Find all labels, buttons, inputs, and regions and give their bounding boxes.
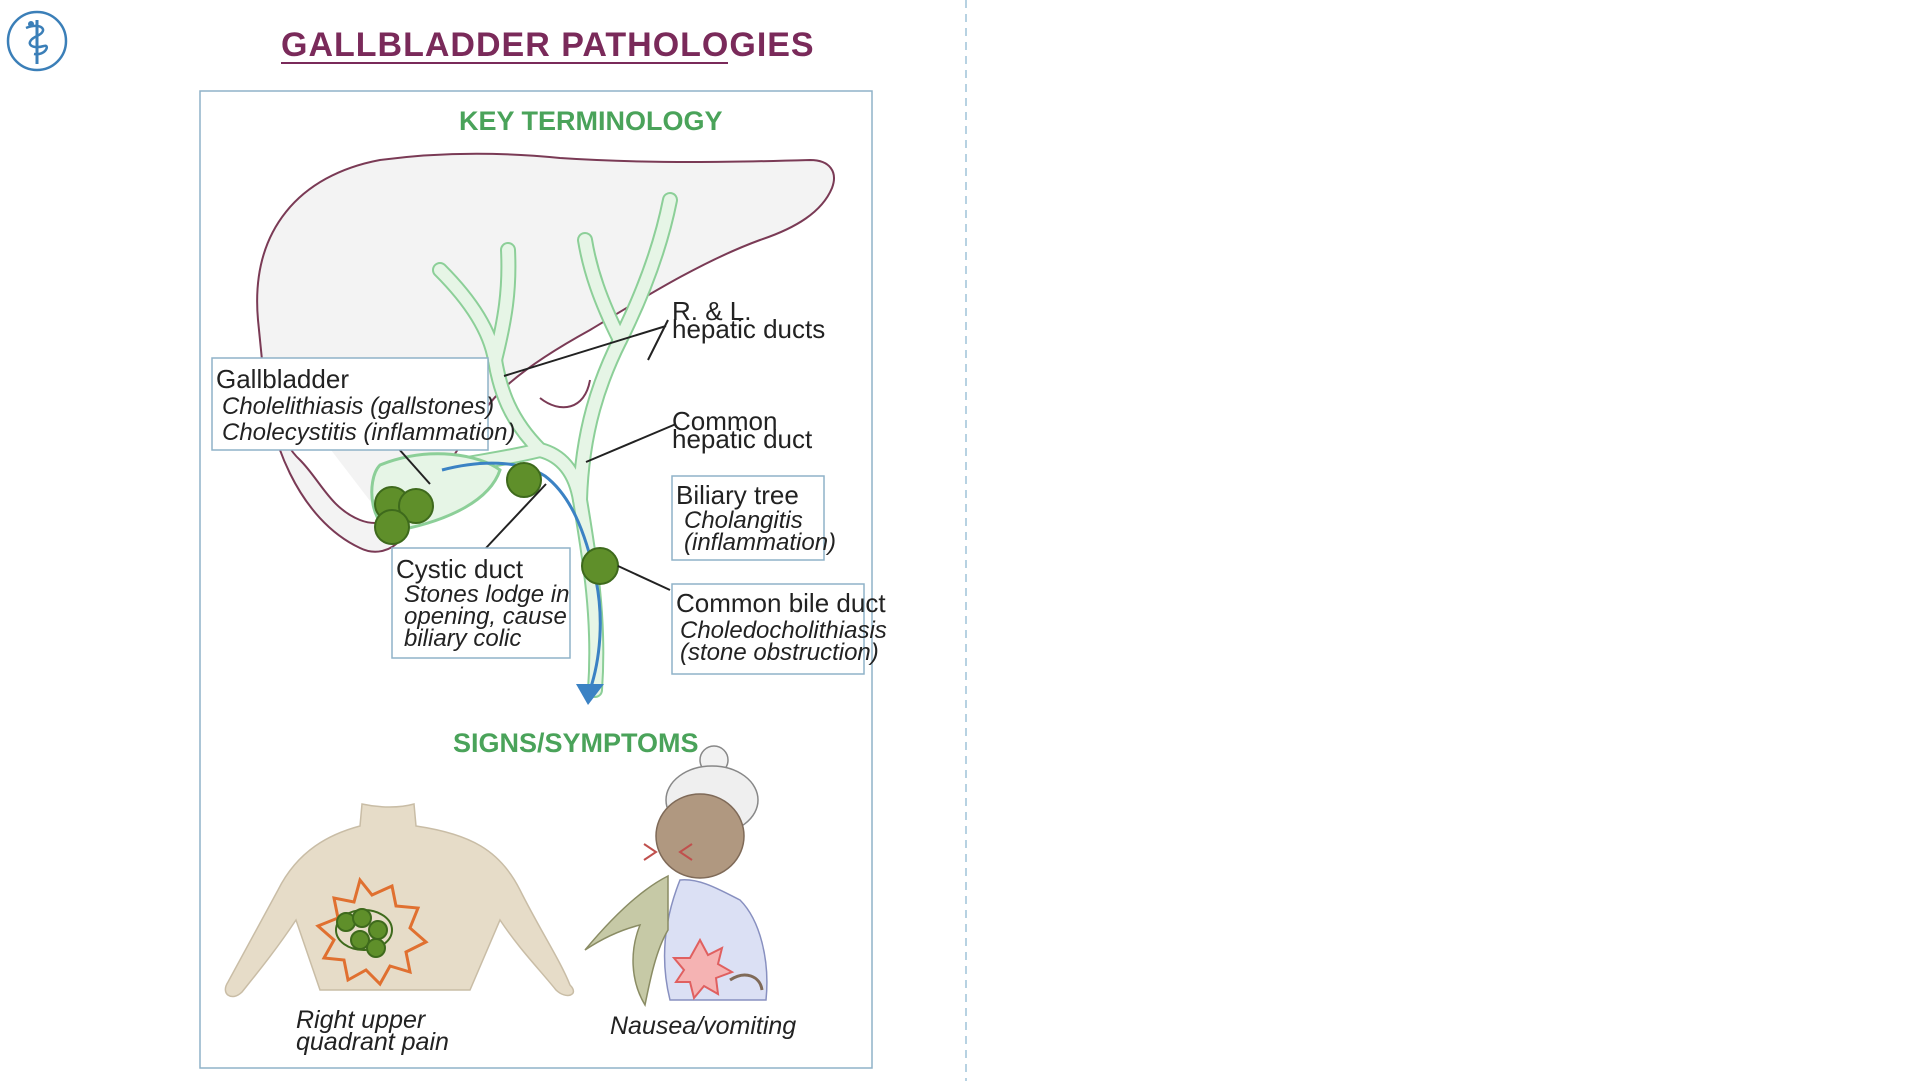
symptom-caption: Nausea/vomiting: [610, 1012, 796, 1040]
biliary-tree-box: [671, 475, 825, 561]
label-hepatic-title: R. & L.: [672, 296, 751, 326]
symptom-caption: quadrant pain: [296, 1028, 449, 1056]
cystic-duct-item: opening, cause: [404, 603, 567, 630]
caduceus-icon: [6, 10, 68, 72]
bile-flow-arrow: [441, 461, 602, 691]
label-common-hepatic-title: Common: [672, 406, 777, 436]
biliary-tree-title: Biliary tree: [676, 480, 799, 510]
symptom-caption: Right upper: [296, 1006, 427, 1034]
label-hepatic-line2: hepatic ducts: [672, 314, 825, 344]
common-bile-duct-box: [671, 583, 865, 675]
common-bile-duct-item: (stone obstruction): [680, 639, 879, 666]
gallbladder-box: [211, 357, 489, 451]
gallbladder-item: Cholecystitis (inflammation): [222, 419, 515, 446]
cystic-duct-box: [391, 547, 571, 659]
common-bile-duct-title: Common bile duct: [676, 588, 886, 618]
cystic-duct-item: biliary colic: [404, 625, 521, 652]
biliary-tree-item: (inflammation): [684, 529, 836, 556]
section-key-terminology: KEY TERMINOLOGY: [459, 106, 723, 136]
label-common-hepatic-line2: hepatic duct: [672, 424, 813, 454]
leader-lines: [397, 319, 677, 591]
common-bile-duct-item: Choledocholithiasis: [680, 617, 887, 644]
gallbladder-title: Gallbladder: [216, 364, 349, 394]
section-signs-symptoms: SIGNS/SYMPTOMS: [453, 728, 699, 758]
biliary-tree-item: Cholangitis: [684, 507, 803, 534]
gallbladder-item: Cholelithiasis (gallstones): [222, 393, 494, 420]
flow-arrowhead: [576, 684, 604, 705]
liver-lobe-line: [539, 379, 591, 409]
gallstones: [374, 462, 619, 585]
nausea-illustration: [584, 745, 768, 1008]
stomach-pain-icon: [671, 937, 735, 1001]
cystic-duct-title: Cystic duct: [396, 554, 524, 584]
cystic-duct-item: Stones lodge in: [404, 581, 569, 608]
pain-burst-icon: [315, 876, 429, 987]
torso-illustration: [224, 803, 575, 998]
page-title: GALLBLADDER PATHOLOGIES: [281, 26, 815, 64]
biliary-duct-tree: [370, 192, 678, 698]
